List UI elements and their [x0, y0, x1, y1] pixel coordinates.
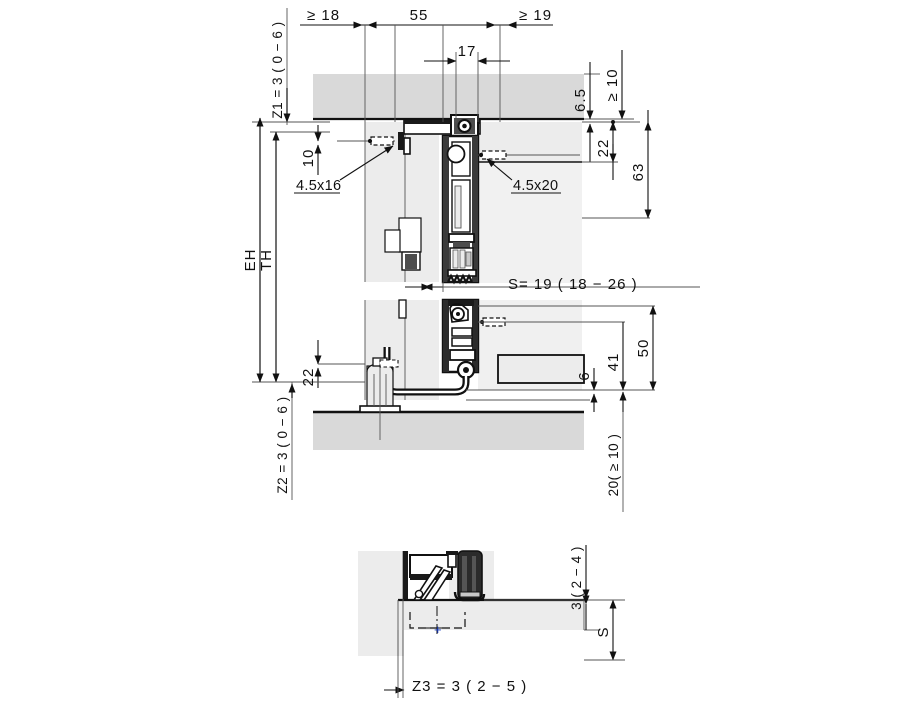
callout-screw-right: 4.5x20: [513, 178, 558, 194]
hardware-profile-lower: [441, 298, 480, 380]
detail-shelf: [398, 600, 584, 630]
hinge-arm-mechanism: [403, 550, 486, 602]
panel-internal-detail-upper: [384, 137, 422, 271]
dim-10: 10: [300, 149, 317, 168]
dim-z3: Z3 = 3 ( 2 − 5 ): [412, 678, 527, 695]
z3-dimension: Z3 = 3 ( 2 − 5 ): [384, 599, 527, 698]
jamb-panel-lower-right: [478, 300, 585, 390]
dim-63: 63: [630, 163, 647, 182]
dim-s-range: S= 19 ( 18 − 26 ): [508, 276, 638, 293]
right-dimension-stack-upper: 6.5 ≥ 10 22 63: [572, 50, 652, 219]
dim-50: 50: [635, 339, 652, 358]
hinge-center-marker: +: [434, 622, 442, 637]
dim-top-55: 55: [410, 7, 429, 24]
lower-section: [313, 298, 585, 450]
dim-6: 6: [576, 371, 593, 380]
floor-slab: [313, 410, 584, 450]
dim-top-left-clearance: ≥ 18: [307, 7, 340, 24]
dim-6-5: 6.5: [572, 88, 589, 112]
leader-screw-right: [486, 158, 513, 181]
dim-17: 17: [458, 43, 477, 60]
ceiling-slab: [313, 74, 584, 121]
dim-z2: Z2 = 3 ( 0 − 6 ): [275, 396, 290, 493]
s-dimension-group: S= 19 ( 18 − 26 ): [405, 276, 700, 293]
screw-symbol-right: [478, 150, 580, 160]
hardware-profile-upper: [441, 134, 480, 285]
detail-3-dimension: 3 ( 2 − 4 ): [484, 545, 600, 631]
top-dimension-band: ≥ 18 55 ≥ 19 17: [300, 7, 553, 122]
dim-22-upper: 22: [595, 139, 612, 158]
screw-symbol-pin: [379, 359, 399, 368]
right-dimension-stack-lower: 50 41 6 20( ≥ 10 ): [466, 305, 657, 512]
upper-section: 4.5x16 4.5x20: [294, 74, 584, 285]
head-track-assembly: [403, 114, 481, 138]
dim-22-lower: 22: [300, 368, 317, 387]
hinge-cup-dashed: +: [409, 606, 466, 637]
dim-z1: Z1 = 3 ( 0 − 6 ): [270, 21, 285, 118]
leader-screw-left: [339, 145, 394, 181]
dim-20-min10: 20( ≥ 10 ): [606, 434, 621, 497]
dim-min-10: ≥ 10: [604, 68, 621, 101]
dim-eh: EH: [242, 249, 259, 272]
bottom-detail-view: + Z3 = 3 ( 2 − 5 ): [358, 545, 625, 698]
dim-41: 41: [605, 353, 622, 372]
screw-symbol-left: [337, 132, 404, 150]
dim-detail-s: S: [595, 626, 612, 637]
detail-s-dimension: S: [584, 599, 625, 661]
callout-screw-left: 4.5x16: [296, 178, 341, 194]
dim-th: TH: [258, 249, 275, 271]
dim-detail-3: 3 ( 2 − 4 ): [569, 546, 584, 610]
jamb-panel-upper-right: [478, 122, 582, 283]
dim-top-right-clearance: ≥ 19: [519, 7, 552, 24]
left-dimension-stack: Z1 = 3 ( 0 − 6 ) EH TH 10 Z2 = 3 ( 0 − 6…: [242, 8, 400, 500]
detail-door-panel: [358, 551, 403, 656]
